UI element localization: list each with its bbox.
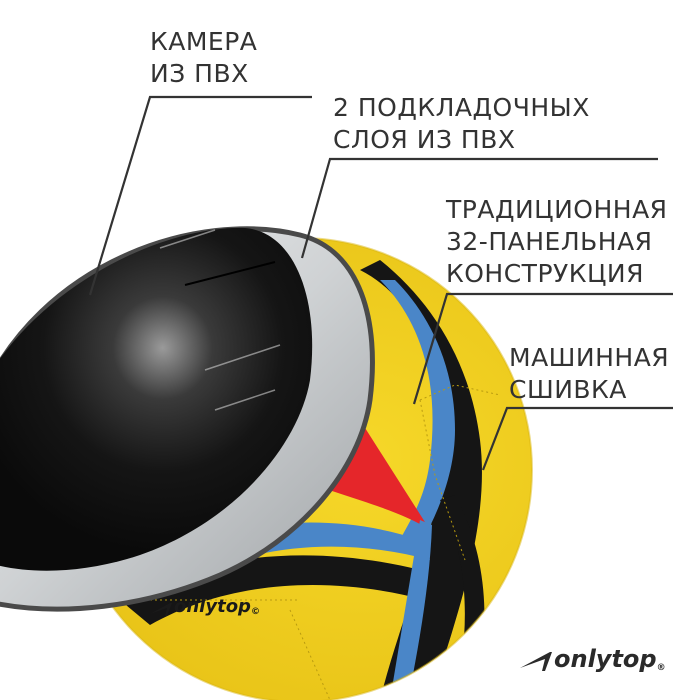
callout-chamber-line-2: ИЗ ПВХ [150,59,249,88]
callout-construction-line-1: ТРАДИЦИОННАЯ [446,195,668,224]
callout-construction-line-3: КОНСТРУКЦИЯ [446,259,644,288]
callout-lining-line-2: СЛОЯ ИЗ ПВХ [333,125,516,154]
callout-construction: ТРАДИЦИОННАЯ 32-ПАНЕЛЬНАЯ КОНСТРУКЦИЯ [446,194,668,290]
corner-brand-name: onlytop [554,645,657,673]
callout-stitching-line-1: МАШИННАЯ [509,343,670,372]
callout-stitching: МАШИННАЯ СШИВКА [509,342,669,406]
brand-swoosh-icon [520,652,552,671]
callout-lining: 2 ПОДКЛАДОЧНЫХ СЛОЯ ИЗ ПВХ [333,92,590,156]
leader-line-stitching [481,406,673,471]
callout-stitching-line-2: СШИВКА [509,375,627,404]
ball-brand-logo: onlytop © [150,596,260,617]
corner-brand-registered: ® [656,663,666,673]
brand-swoosh-icon [150,603,172,616]
leader-lines [88,95,673,471]
callout-construction-line-2: 32-ПАНЕЛЬНАЯ [446,227,653,256]
ball-brand-mark: © [250,607,260,617]
ball-brand-name: onlytop [174,596,251,617]
callout-chamber: КАМЕРА ИЗ ПВХ [150,26,257,90]
bladder [0,227,313,571]
leader-line-construction [412,292,673,405]
corner-brand-logo: onlytop ® [520,645,666,673]
leader-line-chamber [88,95,312,296]
callout-chamber-line-1: КАМЕРА [150,27,258,56]
callout-lining-line-1: 2 ПОДКЛАДОЧНЫХ [333,93,590,122]
leader-line-lining [300,157,658,259]
